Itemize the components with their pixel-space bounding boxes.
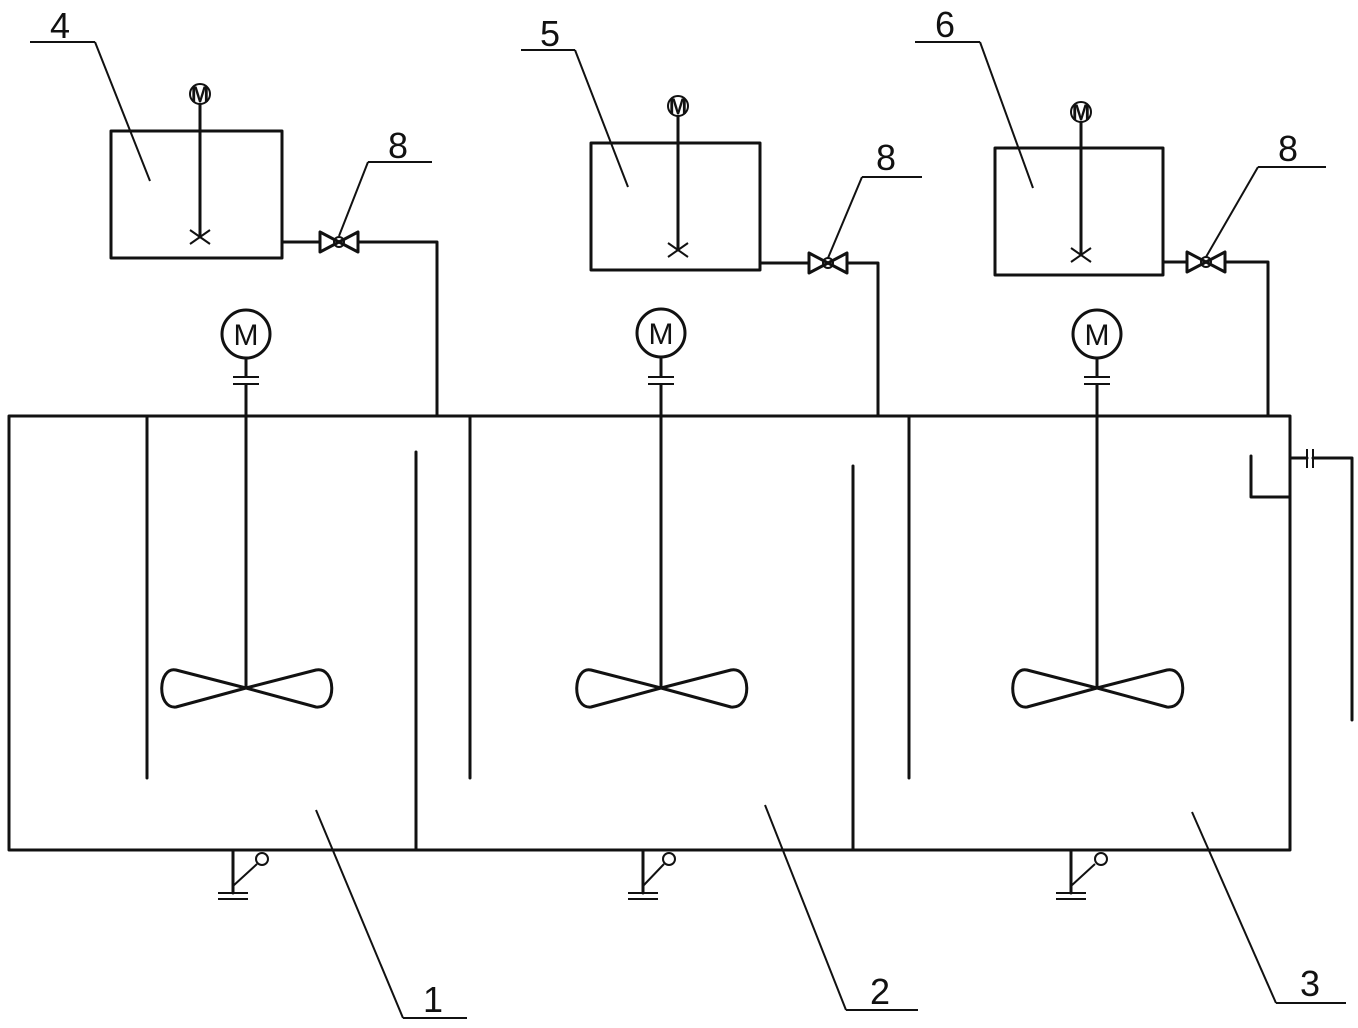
label-8b: 8 [876,137,896,178]
callout-5: 5 [521,13,629,188]
label-6: 6 [935,4,955,45]
feed-pipe-4 [280,230,439,418]
label-8c: 8 [1278,128,1298,169]
impeller-icon [575,668,749,709]
impeller-icon [1011,668,1185,709]
label-2: 2 [870,971,890,1012]
main-tank [7,414,1292,852]
label-4: 4 [50,5,70,46]
callout-8c: 8 [1205,128,1326,258]
motor-label: M [649,318,674,351]
callout-8b: 8 [827,137,922,259]
dosing-tank-4: M [109,82,284,260]
callout-4: 4 [30,5,151,182]
drain-valve-3 [1056,848,1108,900]
agitator-2: M [575,307,749,709]
valve-icon [318,230,360,254]
dosing-tank-5: M [589,94,762,272]
valve-icon [1185,250,1227,274]
callout-1: 1 [315,809,467,1020]
motor-label: M [1072,100,1090,125]
label-5: 5 [540,13,560,54]
outlet-pipe [1249,449,1354,722]
motor-label: M [234,319,259,352]
motor-label: M [1085,319,1110,352]
callout-3: 3 [1191,811,1346,1004]
feed-pipe-5 [758,251,880,418]
callout-6: 6 [915,4,1034,189]
agitator-1: M [160,308,334,709]
drain-valve-1 [218,848,269,900]
label-1: 1 [423,979,443,1020]
motor-label: M [191,82,209,107]
motor-label: M [669,94,687,119]
agitator-3: M [1011,308,1185,709]
drain-valve-2 [628,848,676,900]
callout-8a: 8 [338,125,432,237]
callout-2: 2 [764,804,918,1012]
feed-pipe-6 [1161,250,1270,418]
label-8a: 8 [388,125,408,166]
impeller-icon [160,668,334,709]
dosing-tank-6: M [993,100,1165,277]
label-3: 3 [1300,963,1320,1004]
